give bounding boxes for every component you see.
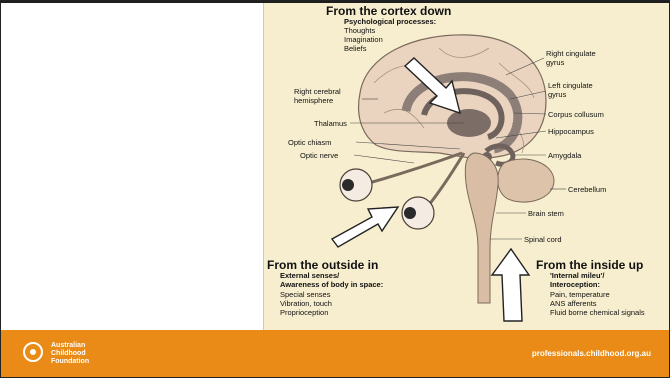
label-right-cerebral-1: Right cerebral bbox=[294, 87, 341, 96]
label-thalamus: Thalamus bbox=[314, 119, 347, 128]
outside-item-proprioception: Proprioception bbox=[280, 309, 328, 318]
outside-subheading-2: Awareness of body in space: bbox=[280, 281, 383, 290]
cortex-item-beliefs: Beliefs bbox=[344, 45, 367, 54]
label-brain-stem: Brain stem bbox=[528, 209, 564, 218]
label-right-cerebral-2: hemisphere bbox=[294, 96, 333, 105]
website-link[interactable]: professionals.childhood.org.au bbox=[532, 349, 651, 358]
cortex-heading: From the cortex down bbox=[326, 4, 451, 18]
label-hippocampus: Hippocampus bbox=[548, 127, 594, 136]
logo-line-3: Foundation bbox=[51, 358, 89, 366]
brain-diagram: From the cortex down Psychological proce… bbox=[264, 3, 669, 330]
label-spinal-cord: Spinal cord bbox=[524, 235, 562, 244]
label-right-cingulate-2: gyrus bbox=[546, 58, 564, 67]
logo-line-1: Australian bbox=[51, 342, 89, 350]
inside-item-fluid: Fluid borne chemical signals bbox=[550, 309, 645, 318]
heart-logo-icon bbox=[23, 342, 43, 362]
footer-bar: Australian Childhood Foundation professi… bbox=[1, 330, 669, 377]
label-right-cingulate-1: Right cingulate bbox=[546, 49, 596, 58]
foundation-logo-text: Australian Childhood Foundation bbox=[51, 342, 89, 366]
inside-heading: From the inside up bbox=[536, 258, 643, 272]
label-left-cingulate-1: Left cingulate bbox=[548, 81, 593, 90]
label-cerebellum: Cerebellum bbox=[568, 185, 606, 194]
label-optic-chiasm: Optic chiasm bbox=[288, 138, 331, 147]
label-corpus: Corpus collusum bbox=[548, 110, 604, 119]
logo-line-2: Childhood bbox=[51, 350, 89, 358]
label-optic-nerve: Optic nerve bbox=[300, 151, 338, 160]
label-amygdala: Amygdala bbox=[548, 151, 581, 160]
label-left-cingulate-2: gyrus bbox=[548, 90, 566, 99]
inside-subheading-2: Interoception: bbox=[550, 281, 600, 290]
outside-heading: From the outside in bbox=[267, 258, 378, 272]
